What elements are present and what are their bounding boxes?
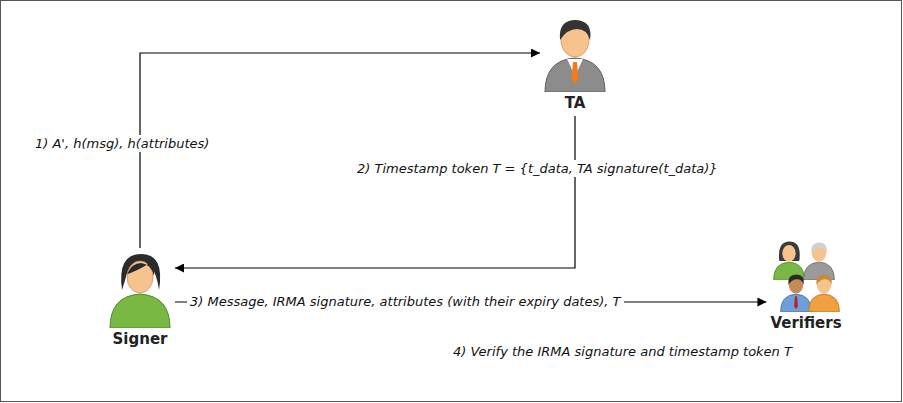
actor-label: Verifiers [766,314,845,332]
step-note: 4) Verify the IRMA signature and timesta… [450,343,795,360]
verifiers-icon [774,242,840,312]
actor-label: TA [540,94,610,112]
actor-node: TA [540,12,610,112]
actor-label: Signer [105,330,175,348]
signer-icon [110,254,170,328]
message-label: 2) Timestamp token T = {t_data, TA signa… [354,160,721,177]
ta-icon [545,20,605,92]
message-label: 1) A', h(msg), h(attributes) [32,135,212,152]
actor-node: Verifiers [766,238,845,332]
message-arrow [175,116,575,268]
message-label: 3) Message, IRMA signature, attributes (… [187,293,624,310]
actor-node: Signer [105,248,175,348]
